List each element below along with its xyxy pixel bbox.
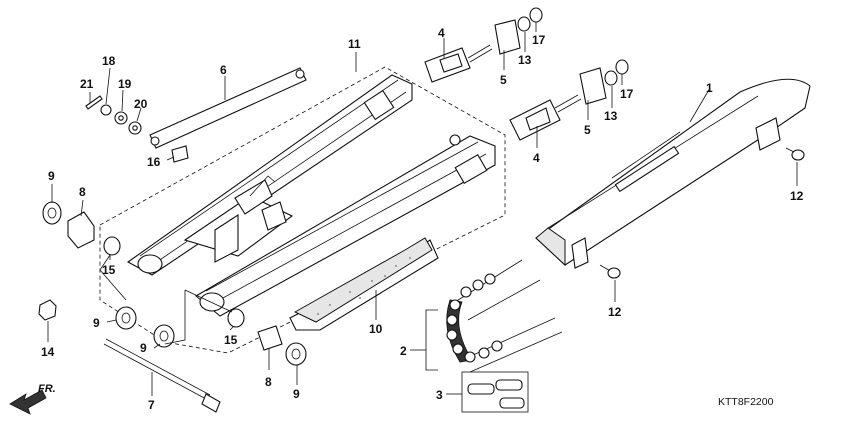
chain-case <box>535 78 811 269</box>
callout-5-upper: 5 <box>500 73 507 87</box>
callout-8-upper: 8 <box>79 185 86 199</box>
callout-15-left: 15 <box>102 263 116 277</box>
pivot-bolt <box>103 338 221 413</box>
callout-5-lower: 5 <box>584 123 591 137</box>
front-direction-arrow-icon: FR. <box>9 383 56 415</box>
adjusting-link <box>149 67 307 149</box>
adjuster-plate-upper <box>494 19 521 55</box>
callout-9-right: 9 <box>293 387 300 401</box>
callout-6: 6 <box>220 63 227 77</box>
callout-15-right: 15 <box>224 333 238 347</box>
callout-7: 7 <box>148 398 155 412</box>
chain-adjuster-upper <box>424 44 493 83</box>
callout-21: 21 <box>80 77 94 91</box>
adjuster-plate-lower <box>579 67 607 105</box>
callout-12-lower: 12 <box>608 305 622 319</box>
callout-14: 14 <box>41 345 55 359</box>
callout-12-upper: 12 <box>790 189 804 203</box>
callout-10: 10 <box>369 322 383 336</box>
callout-20: 20 <box>134 97 148 111</box>
callouts: 1 2 3 4 4 5 5 6 7 8 8 9 9 9 9 10 11 12 1… <box>41 26 804 412</box>
pivot-nut <box>38 299 57 321</box>
callout-2: 2 <box>400 344 407 358</box>
callout-4-lower: 4 <box>533 151 540 165</box>
case-bolts <box>599 147 805 279</box>
master-link <box>461 371 529 413</box>
callout-9-left: 9 <box>93 316 100 330</box>
callout-13-upper: 13 <box>518 53 532 67</box>
callout-17-upper: 17 <box>532 33 546 47</box>
swingarm <box>126 74 496 317</box>
drive-chain <box>446 259 563 373</box>
callout-3: 3 <box>436 388 443 402</box>
callout-1: 1 <box>706 81 713 95</box>
front-direction-label: FR. <box>38 383 56 395</box>
chain-slider <box>289 237 439 331</box>
leader-lines <box>47 22 798 396</box>
callout-16: 16 <box>147 155 161 169</box>
callout-9-top: 9 <box>48 169 55 183</box>
callout-4-upper: 4 <box>438 26 445 40</box>
callout-19: 19 <box>118 77 132 91</box>
pivot-bearings <box>42 201 307 366</box>
callout-8-lower: 8 <box>265 375 272 389</box>
link-hardware <box>85 95 189 163</box>
chain-adjuster-lower <box>509 94 582 141</box>
diagram-code: KTT8F2200 <box>718 396 774 408</box>
callout-18: 18 <box>102 54 116 68</box>
callout-17-lower: 17 <box>620 87 634 101</box>
assembly-boundary <box>99 66 506 354</box>
callout-9-mid: 9 <box>140 341 147 355</box>
callout-13-lower: 13 <box>604 109 618 123</box>
callout-11: 11 <box>348 37 361 51</box>
